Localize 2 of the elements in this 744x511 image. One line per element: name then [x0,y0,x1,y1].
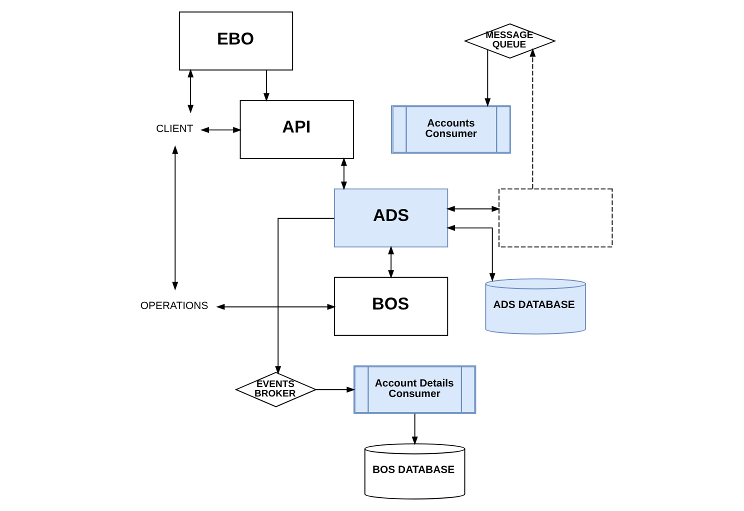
node-text: OPERATIONS [140,301,208,312]
node-text: CLIENT [156,124,193,136]
